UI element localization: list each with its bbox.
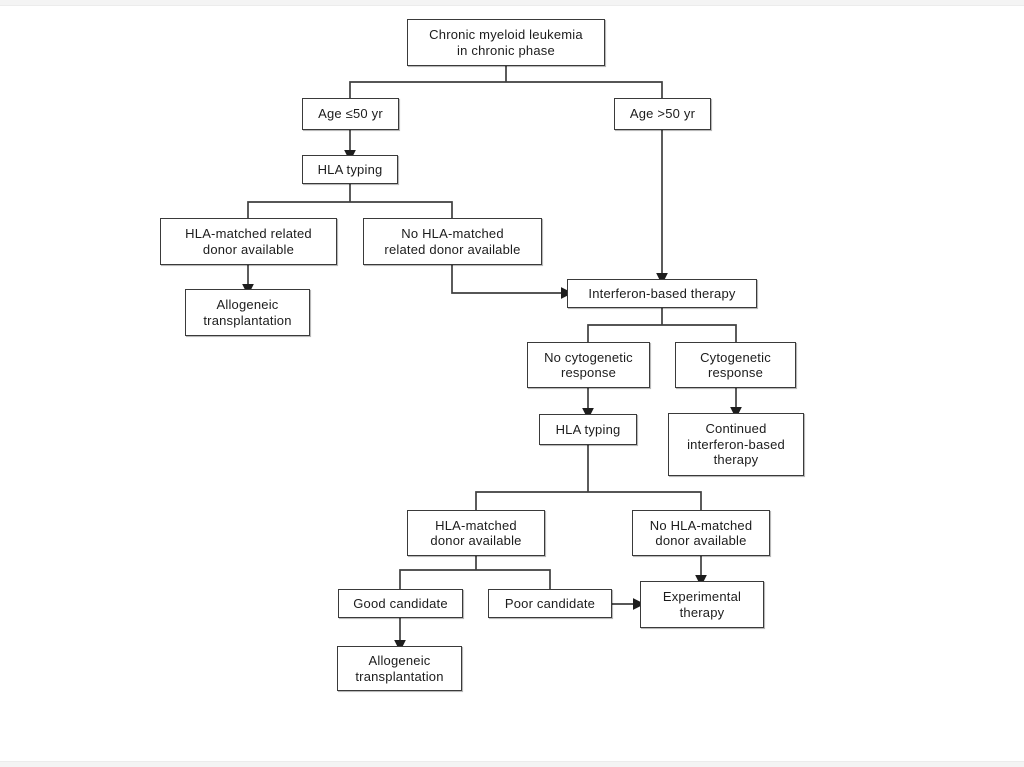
node-hla-matched-donor: HLA-matched donor available	[407, 510, 545, 556]
edge-matched-donor-to-candidates	[399, 556, 551, 589]
node-interferon-based-therapy: Interferon-based therapy	[567, 279, 757, 308]
node-experimental-therapy: Experimental therapy	[640, 581, 764, 628]
node-hla-typing-1: HLA typing	[302, 155, 398, 184]
edge-cml-to-age-branches	[349, 66, 663, 98]
node-hla-matched-related-donor: HLA-matched related donor available	[160, 218, 337, 265]
node-hla-typing-2: HLA typing	[539, 414, 637, 445]
node-allogeneic-transplantation-1: Allogeneic transplantation	[185, 289, 310, 336]
arrow-no-matched-related-to-ifn	[451, 265, 573, 299]
node-age-gt-50: Age >50 yr	[614, 98, 711, 130]
edge-ifn-to-response-branches	[587, 308, 737, 342]
bottom-edge-band	[0, 761, 1024, 767]
node-age-le-50: Age ≤50 yr	[302, 98, 399, 130]
node-no-hla-matched-donor: No HLA-matched donor available	[632, 510, 770, 556]
node-continued-interferon-therapy: Continued interferon-based therapy	[668, 413, 804, 476]
node-poor-candidate: Poor candidate	[488, 589, 612, 618]
node-good-candidate: Good candidate	[338, 589, 463, 618]
edge-hla2-to-donor-branches	[475, 445, 702, 510]
node-allogeneic-transplantation-2: Allogeneic transplantation	[337, 646, 462, 691]
node-no-hla-matched-related-donor: No HLA-matched related donor available	[363, 218, 542, 265]
edge-hla1-to-donor-branches	[247, 184, 453, 218]
node-cytogenetic-response: Cytogenetic response	[675, 342, 796, 388]
node-chronic-myeloid-leukemia: Chronic myeloid leukemia in chronic phas…	[407, 19, 605, 66]
top-edge-band	[0, 0, 1024, 6]
node-no-cytogenetic-response: No cytogenetic response	[527, 342, 650, 388]
